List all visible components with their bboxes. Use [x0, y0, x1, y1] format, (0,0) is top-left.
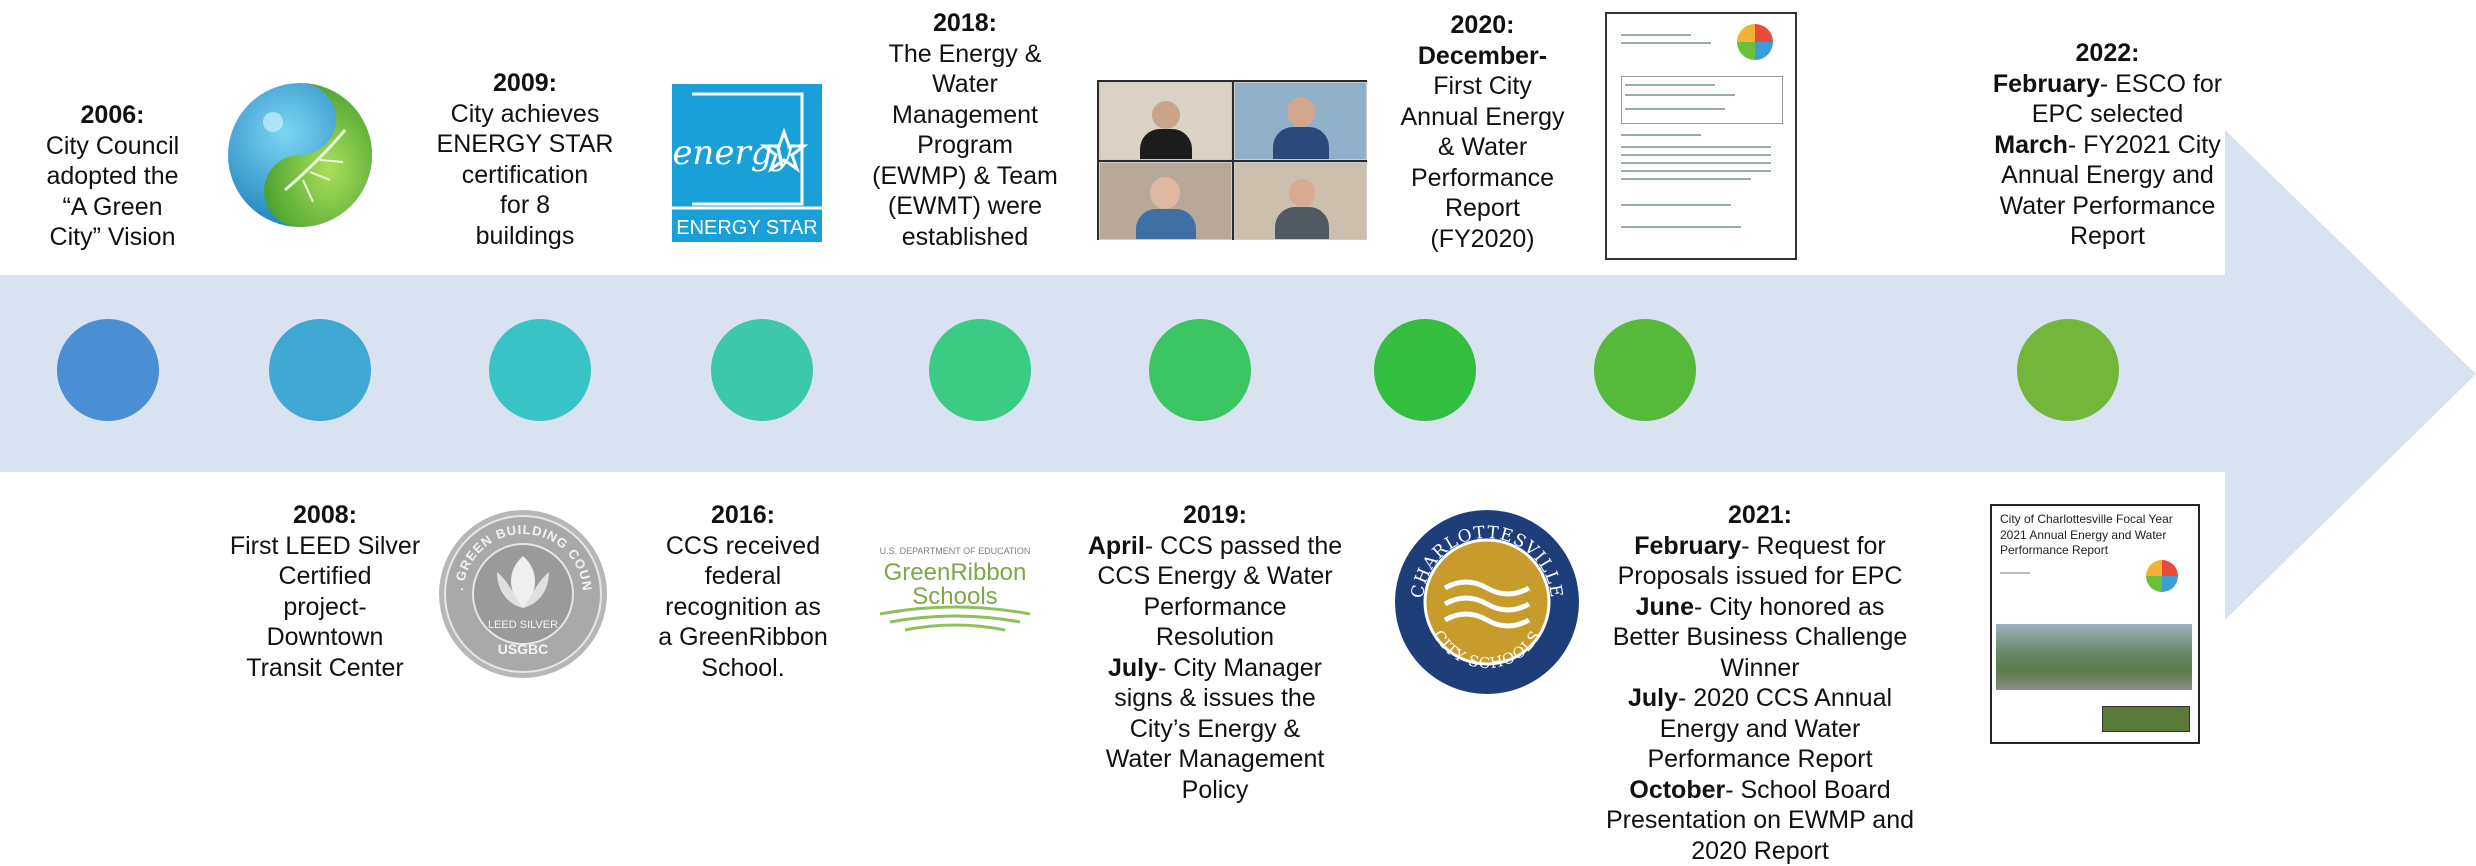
team-photo-collage — [1097, 80, 1367, 240]
leed-level: LEED SILVER — [488, 619, 558, 631]
energy-star-label: ENERGY STAR — [676, 217, 818, 239]
person-icon — [1275, 207, 1329, 239]
event-2018: 2018: The Energy & Water Management Prog… — [872, 9, 1058, 251]
event-2021: 2021: February- Request for Proposals is… — [1605, 501, 1915, 865]
event-2020: 2020: December- First City Annual Energy… — [1400, 11, 1565, 253]
event-2016: 2016: CCS received federal recognition a… — [658, 501, 828, 682]
program-badge — [2102, 706, 2190, 732]
timeline-dot — [489, 319, 591, 421]
timeline-dot — [1149, 319, 1251, 421]
leed-silver-logo: U.S. GREEN BUILDING COUNCIL LEED SILVER … — [437, 508, 607, 678]
photo-tile-4 — [1234, 162, 1367, 240]
photo-tile-1 — [1099, 82, 1232, 160]
timeline-dot — [57, 319, 159, 421]
greenribbon-dept: U.S. DEPARTMENT OF EDUCATION — [880, 546, 1031, 556]
timeline-dot — [1374, 319, 1476, 421]
person-icon — [1150, 177, 1180, 209]
energy-star-logo: energy ENERGY STAR — [672, 84, 822, 242]
timeline-dot — [929, 319, 1031, 421]
report-cover-title: City of Charlottesville Focal Year 2021 … — [2000, 512, 2173, 558]
timeline-dot — [269, 319, 371, 421]
timeline-dot — [2017, 319, 2119, 421]
person-icon — [1273, 127, 1329, 159]
person-icon — [1287, 97, 1315, 127]
greenribbon-name: GreenRibbon — [884, 559, 1027, 586]
person-icon — [1152, 101, 1180, 129]
event-2008: 2008: First LEED Silver Certified projec… — [229, 501, 421, 682]
greenribbon-schools-logo: U.S. DEPARTMENT OF EDUCATION GreenRibbon… — [880, 546, 1031, 632]
photo-tile-2 — [1234, 82, 1367, 160]
person-icon — [1140, 129, 1192, 159]
person-icon — [1136, 209, 1196, 239]
timeline-dot — [1594, 319, 1696, 421]
event-2022: 2022: February- ESCO for EPC selected Ma… — [1992, 39, 2223, 250]
green-city-logo — [228, 83, 372, 227]
leed-org: USGBC — [498, 641, 549, 657]
fy2020-report-thumbnail — [1605, 12, 1797, 260]
photo-tile-3 — [1099, 162, 1232, 240]
event-2019: 2019: April- CCS passed the CCS Energy &… — [1087, 501, 1343, 804]
event-2009: 2009: City achieves ENERGY STAR certific… — [436, 69, 614, 250]
city-seal-icon — [1737, 24, 1773, 60]
timeline-dot — [711, 319, 813, 421]
aerial-city-photo — [1996, 624, 2192, 690]
charlottesville-city-schools-seal: CHARLOTTESVILLE CITY SCHOOLS — [1395, 510, 1579, 694]
event-2006: 2006: City Council adopted the “A Green … — [45, 101, 180, 251]
person-icon — [1289, 179, 1315, 207]
city-seal-icon — [2146, 560, 2178, 592]
fy2021-report-cover: City of Charlottesville Focal Year 2021 … — [1990, 504, 2200, 744]
